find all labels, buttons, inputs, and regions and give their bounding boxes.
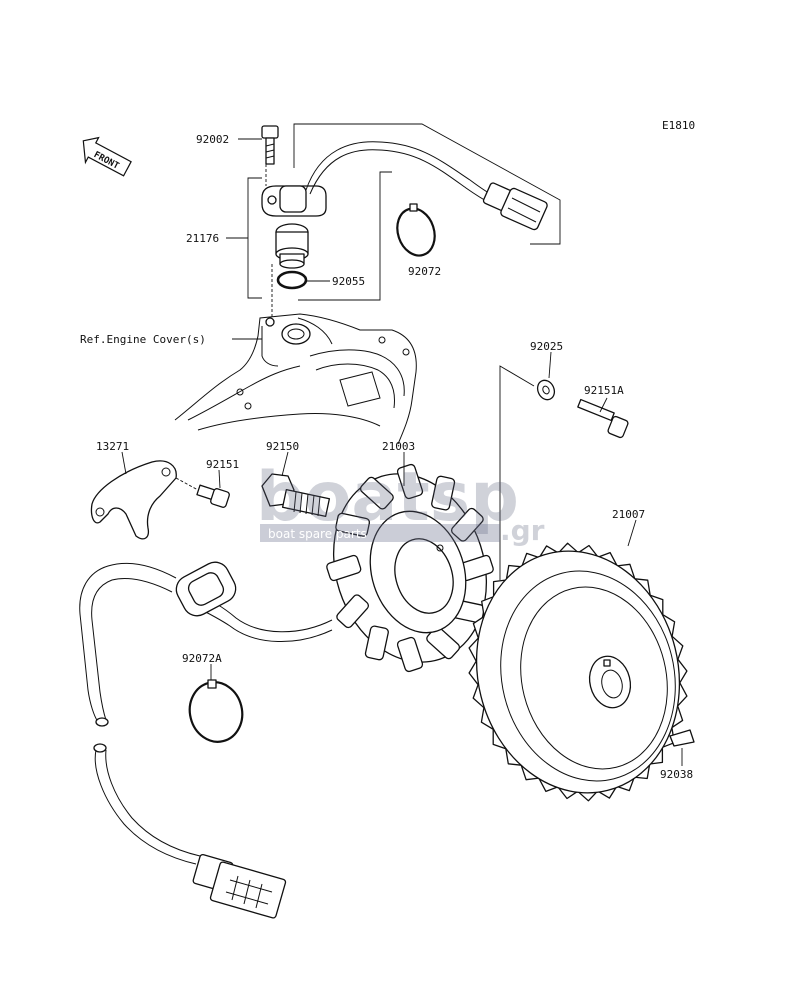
stator-pole xyxy=(359,476,394,510)
engine-cover-ref xyxy=(174,313,417,445)
label-92038: 92038 xyxy=(660,768,693,781)
harness-grommet xyxy=(175,561,237,617)
ref-engine-cover-label: Ref.Engine Cover(s) xyxy=(80,333,206,346)
washer-92025 xyxy=(536,379,556,401)
label-92055: 92055 xyxy=(332,275,365,288)
stator-pole xyxy=(431,475,456,511)
diagram-code: E1810 xyxy=(662,119,695,132)
bolt-92150 xyxy=(261,473,331,518)
watermark-bar xyxy=(260,524,500,542)
label-92072: 92072 xyxy=(408,265,441,278)
watermark-tagline: boat spare parts xyxy=(268,527,367,541)
clamp-92072A xyxy=(188,679,244,743)
stator-harness xyxy=(79,561,333,919)
label-92150: 92150 xyxy=(266,440,299,453)
sensor-cable xyxy=(305,141,548,231)
stator-pole xyxy=(396,636,424,673)
flywheel-21007 xyxy=(468,542,688,802)
bolt-92151A xyxy=(577,398,629,439)
stator-pole xyxy=(326,554,362,582)
watermark: boatsp .gr boat spare parts xyxy=(256,458,545,547)
stator-pole xyxy=(336,594,370,629)
label-92151: 92151 xyxy=(206,458,239,471)
label-92025: 92025 xyxy=(530,340,563,353)
label-92002: 92002 xyxy=(196,133,229,146)
stator-pole xyxy=(364,625,389,661)
oring-92055 xyxy=(276,270,308,290)
stator-21003 xyxy=(326,463,494,673)
front-arrow-icon: FRONT xyxy=(82,136,132,177)
label-21003: 21003 xyxy=(382,440,415,453)
label-92151A: 92151A xyxy=(584,384,624,397)
watermark-brand: boatsp xyxy=(256,458,519,537)
harness-connector xyxy=(192,853,287,919)
clamp-92072 xyxy=(396,203,436,257)
label-21007: 21007 xyxy=(612,508,645,521)
bolt-92002 xyxy=(261,125,279,165)
watermark-tld: .gr xyxy=(500,514,545,547)
bracket-13271 xyxy=(90,460,177,540)
label-92072A: 92072A xyxy=(182,652,222,665)
label-13271: 13271 xyxy=(96,440,129,453)
stator-pole xyxy=(450,507,484,542)
sensor-connector xyxy=(482,182,548,231)
bolt-92151 xyxy=(196,484,230,508)
stator-pole xyxy=(335,512,371,537)
bracket-21176 xyxy=(226,123,561,301)
label-21176: 21176 xyxy=(186,232,219,245)
sensor-21176 xyxy=(261,185,327,269)
key-92038 xyxy=(669,729,695,747)
